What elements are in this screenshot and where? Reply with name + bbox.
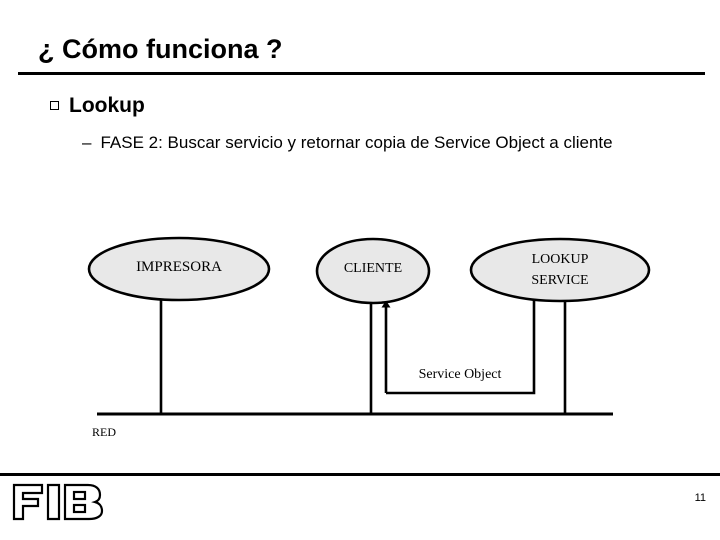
bullet-item-fase2: – FASE 2: Buscar servicio y retornar cop…	[82, 131, 682, 155]
bullet-level2-label: FASE 2: Buscar servicio y retornar copia…	[100, 133, 613, 152]
dash-bullet-icon: –	[82, 133, 92, 152]
fib-logo	[12, 483, 104, 521]
node-label-lookup-service: LOOKUP SERVICE	[531, 252, 589, 288]
node-label-impresora: IMPRESORA	[136, 259, 222, 275]
page-number: 11	[694, 492, 706, 504]
title-divider	[18, 72, 705, 75]
bullet-item-lookup: Lookup	[50, 93, 145, 118]
edge-label-service-object: Service Object	[418, 367, 502, 382]
page-title: ¿ Cómo funciona ?	[38, 34, 283, 64]
diagram-connections	[159, 296, 567, 414]
bullet-level1-label: Lookup	[69, 94, 145, 117]
square-bullet-icon	[50, 101, 59, 110]
node-label-cliente: CLIENTE	[343, 261, 403, 276]
footer-divider	[0, 473, 720, 476]
bus-label-red: RED	[92, 425, 116, 439]
